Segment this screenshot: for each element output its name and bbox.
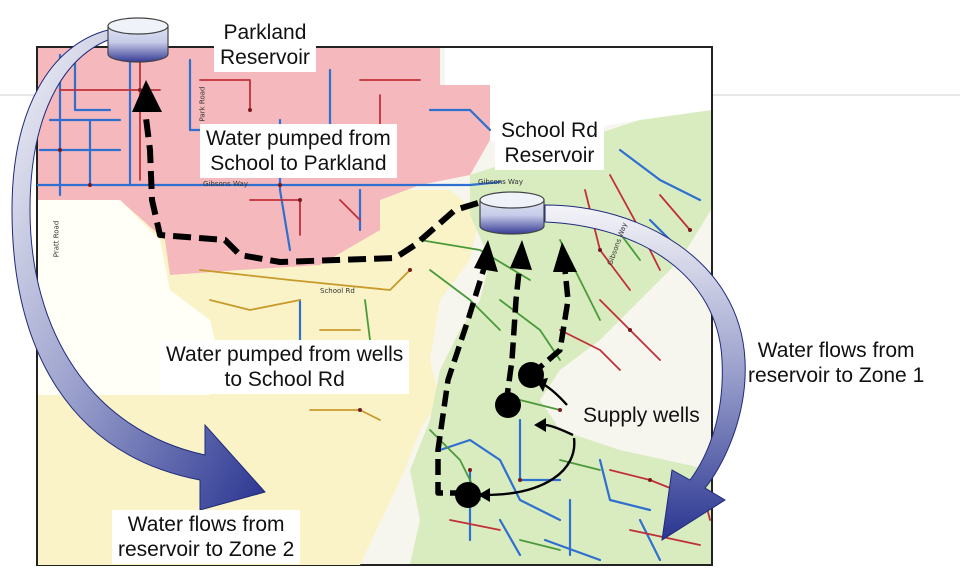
- pumped-wells-to-school-label: Water pumped from wells to School Rd: [160, 340, 410, 394]
- parkland-reservoir-icon: [107, 17, 169, 63]
- road-label: Pratt Road: [52, 220, 61, 258]
- supply-well: [455, 482, 481, 508]
- pumped-school-to-parkland-label: Water pumped from School to Parkland: [200, 124, 397, 178]
- wells-arrowheads: [474, 240, 577, 272]
- school-rd-reservoir-icon: [479, 191, 545, 235]
- parkland-arrowhead: [132, 80, 162, 112]
- road-label: Gibsons Way: [478, 178, 523, 186]
- pipe-network: [36, 53, 711, 562]
- pump-path-school-to-parkland: [142, 109, 479, 265]
- supply-wells-label: Supply wells: [583, 404, 700, 427]
- supply-well: [518, 362, 544, 388]
- arrow-to-zone-2: [11, 29, 266, 511]
- arrow-to-zone-1: [544, 204, 746, 542]
- flows-zone-2-label: Water flows from reservoir to Zone 2: [112, 510, 301, 564]
- road-label: School Rd: [320, 287, 355, 295]
- road-label: Park Road: [198, 86, 207, 122]
- flows-zone-1-label: Water flows from reservoir to Zone 1: [748, 339, 925, 387]
- road-label: Gibsons Way: [203, 180, 248, 188]
- supply-well: [495, 392, 521, 418]
- parkland-reservoir-label: Parkland Reservoir: [214, 18, 316, 72]
- pump-path-wells-to-school: [435, 261, 571, 496]
- school-rd-reservoir-label: School Rd Reservoir: [495, 116, 604, 170]
